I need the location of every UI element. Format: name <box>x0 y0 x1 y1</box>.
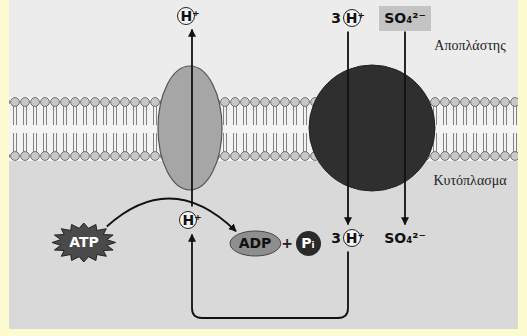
atp-starburst: ATP <box>51 222 117 263</box>
node-text: ADP <box>239 235 272 252</box>
proton-ion: 3 H⁺ <box>326 226 370 251</box>
node-text: 3 H⁺ <box>331 10 365 27</box>
node-text: SO₄²⁻ <box>384 230 426 247</box>
circle-fill <box>296 231 321 256</box>
node-text: H⁺ <box>182 212 201 229</box>
cytoplasm-ground <box>9 161 518 329</box>
node-text: SO₄²⁻ <box>384 10 426 27</box>
lipid-bilayer <box>9 97 518 161</box>
node-text: ATP <box>69 234 99 251</box>
region-label: Κυτόπλασμα <box>433 173 506 189</box>
node-text: H⁺ <box>180 8 199 25</box>
arrow-connector <box>404 32 406 225</box>
apoplast-ground <box>9 0 518 97</box>
symporter <box>309 65 435 191</box>
sulfate-ion: SO₄²⁻ <box>379 6 431 31</box>
proton-pump <box>158 66 222 190</box>
adp-oval: ADP <box>229 230 282 257</box>
plus-sign: + <box>281 235 293 251</box>
arrow-connector <box>191 30 193 207</box>
arrow-connector <box>107 198 236 231</box>
region-label: Αποπλάστης <box>434 38 505 54</box>
arrow-connector <box>347 32 349 225</box>
oval-fill <box>230 231 281 256</box>
proton-ion: H⁺ <box>177 208 206 233</box>
arrow-connector <box>192 235 348 319</box>
sulfate-ion: SO₄²⁻ <box>379 226 431 251</box>
starburst-fill <box>52 223 116 262</box>
proton-ion: H⁺ <box>175 4 204 29</box>
node-text: Pᵢ <box>301 235 314 252</box>
membrane-ground <box>9 97 518 161</box>
node-text: 3 H⁺ <box>331 230 365 247</box>
phosphate-circle: Pᵢ <box>295 230 322 257</box>
proton-ion: 3 H⁺ <box>326 6 370 31</box>
